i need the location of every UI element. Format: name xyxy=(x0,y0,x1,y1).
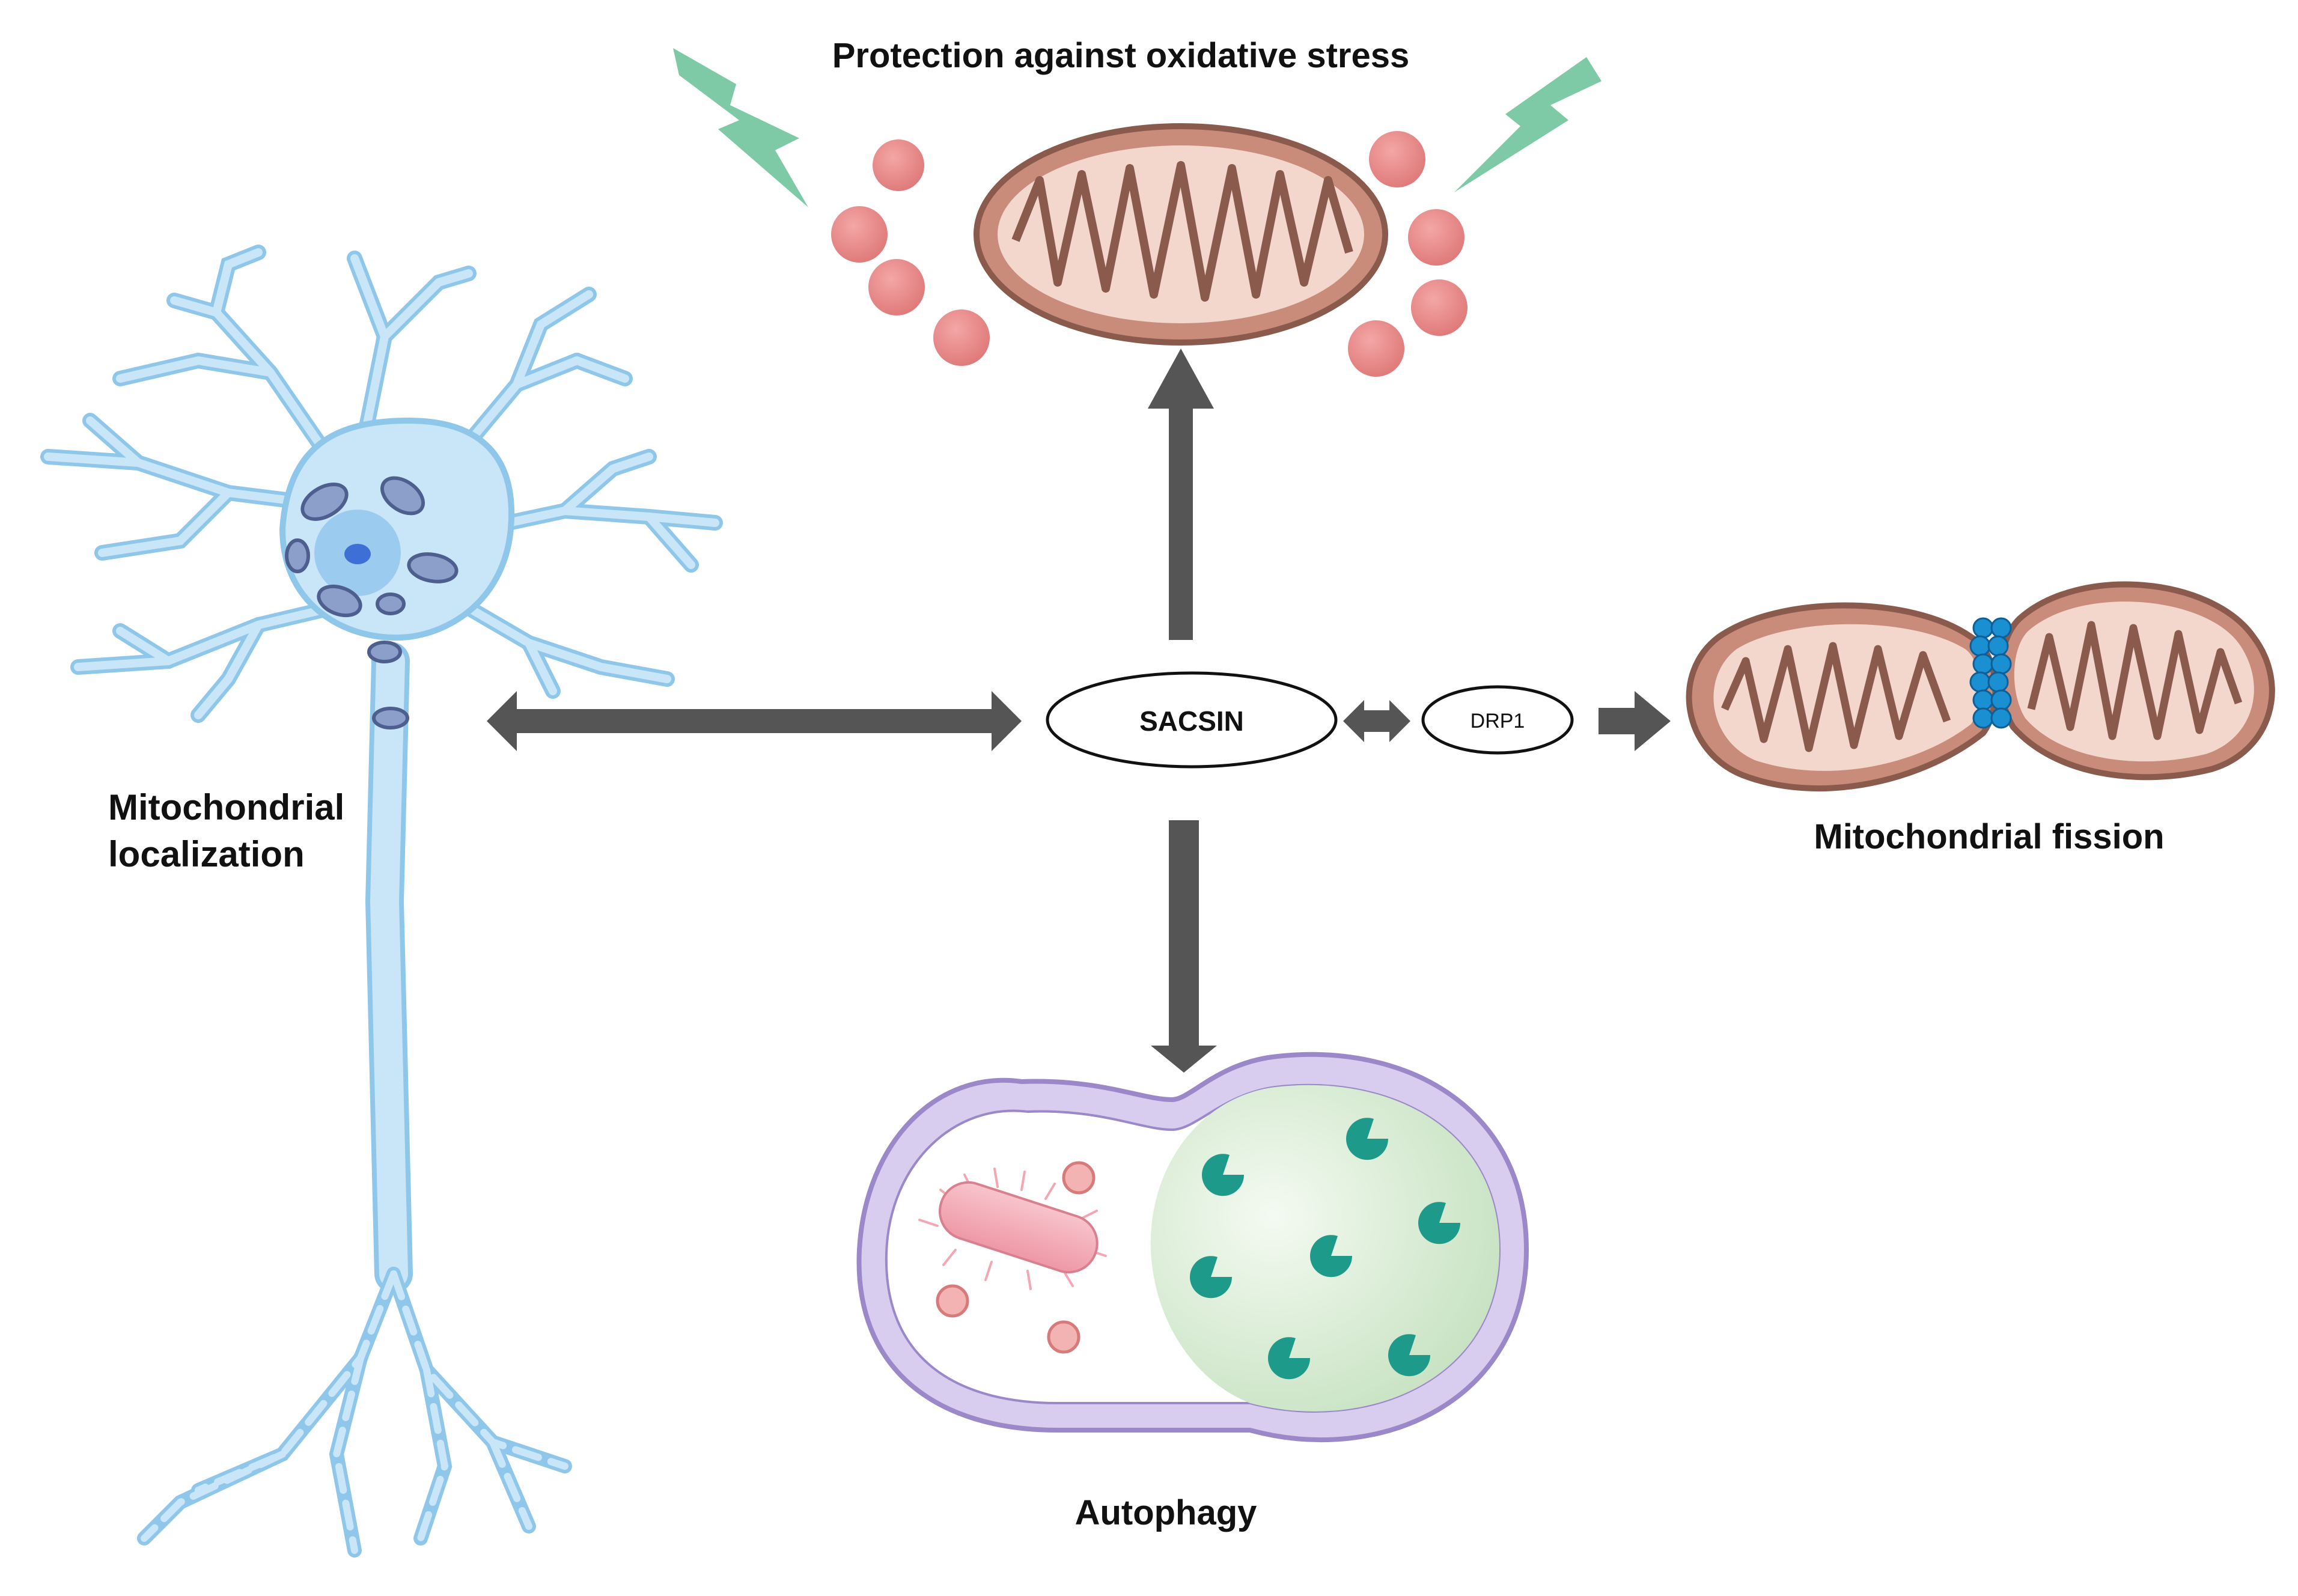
mitochondrion-icon xyxy=(974,123,1388,346)
arrows xyxy=(487,349,1671,1073)
label-autophagy: Autophagy xyxy=(1074,1493,1257,1532)
sacsin-node: SACSIN xyxy=(1046,671,1338,769)
dividing-mitochondrion-icon xyxy=(1686,581,2275,792)
arrow-neuron-sacsin xyxy=(487,691,1022,751)
lightning-icon xyxy=(673,48,1602,207)
drp1-ring xyxy=(1969,617,2012,729)
arrow-drp1-fission xyxy=(1599,691,1671,751)
neuron-icon xyxy=(40,245,723,1558)
drp1-node: DRP1 xyxy=(1421,685,1574,755)
autolysosome-icon xyxy=(856,1052,1529,1443)
drp1-label: DRP1 xyxy=(1471,710,1525,733)
label-oxidative-stress: Protection against oxidative stress xyxy=(832,36,1410,75)
ros-particle-icon xyxy=(936,1161,1096,1354)
sacsin-label: SACSIN xyxy=(1139,705,1244,737)
soma-mitochondria xyxy=(285,476,459,729)
label-mitochondrial-fission: Mitochondrial fission xyxy=(1814,817,2165,856)
arrow-sacsin-oxidative xyxy=(1148,349,1214,640)
nucleolus xyxy=(344,544,371,564)
enzyme-icon xyxy=(1190,1118,1461,1380)
arrow-sacsin-drp1 xyxy=(1343,700,1410,742)
neuron-soma xyxy=(279,417,514,641)
bacterium-icon xyxy=(918,1168,1107,1290)
arrow-sacsin-autophagy xyxy=(1151,820,1217,1073)
label-mitochondrial-localization: Mitochondrial localization xyxy=(108,787,345,874)
ros-particle-icon xyxy=(831,131,1467,377)
